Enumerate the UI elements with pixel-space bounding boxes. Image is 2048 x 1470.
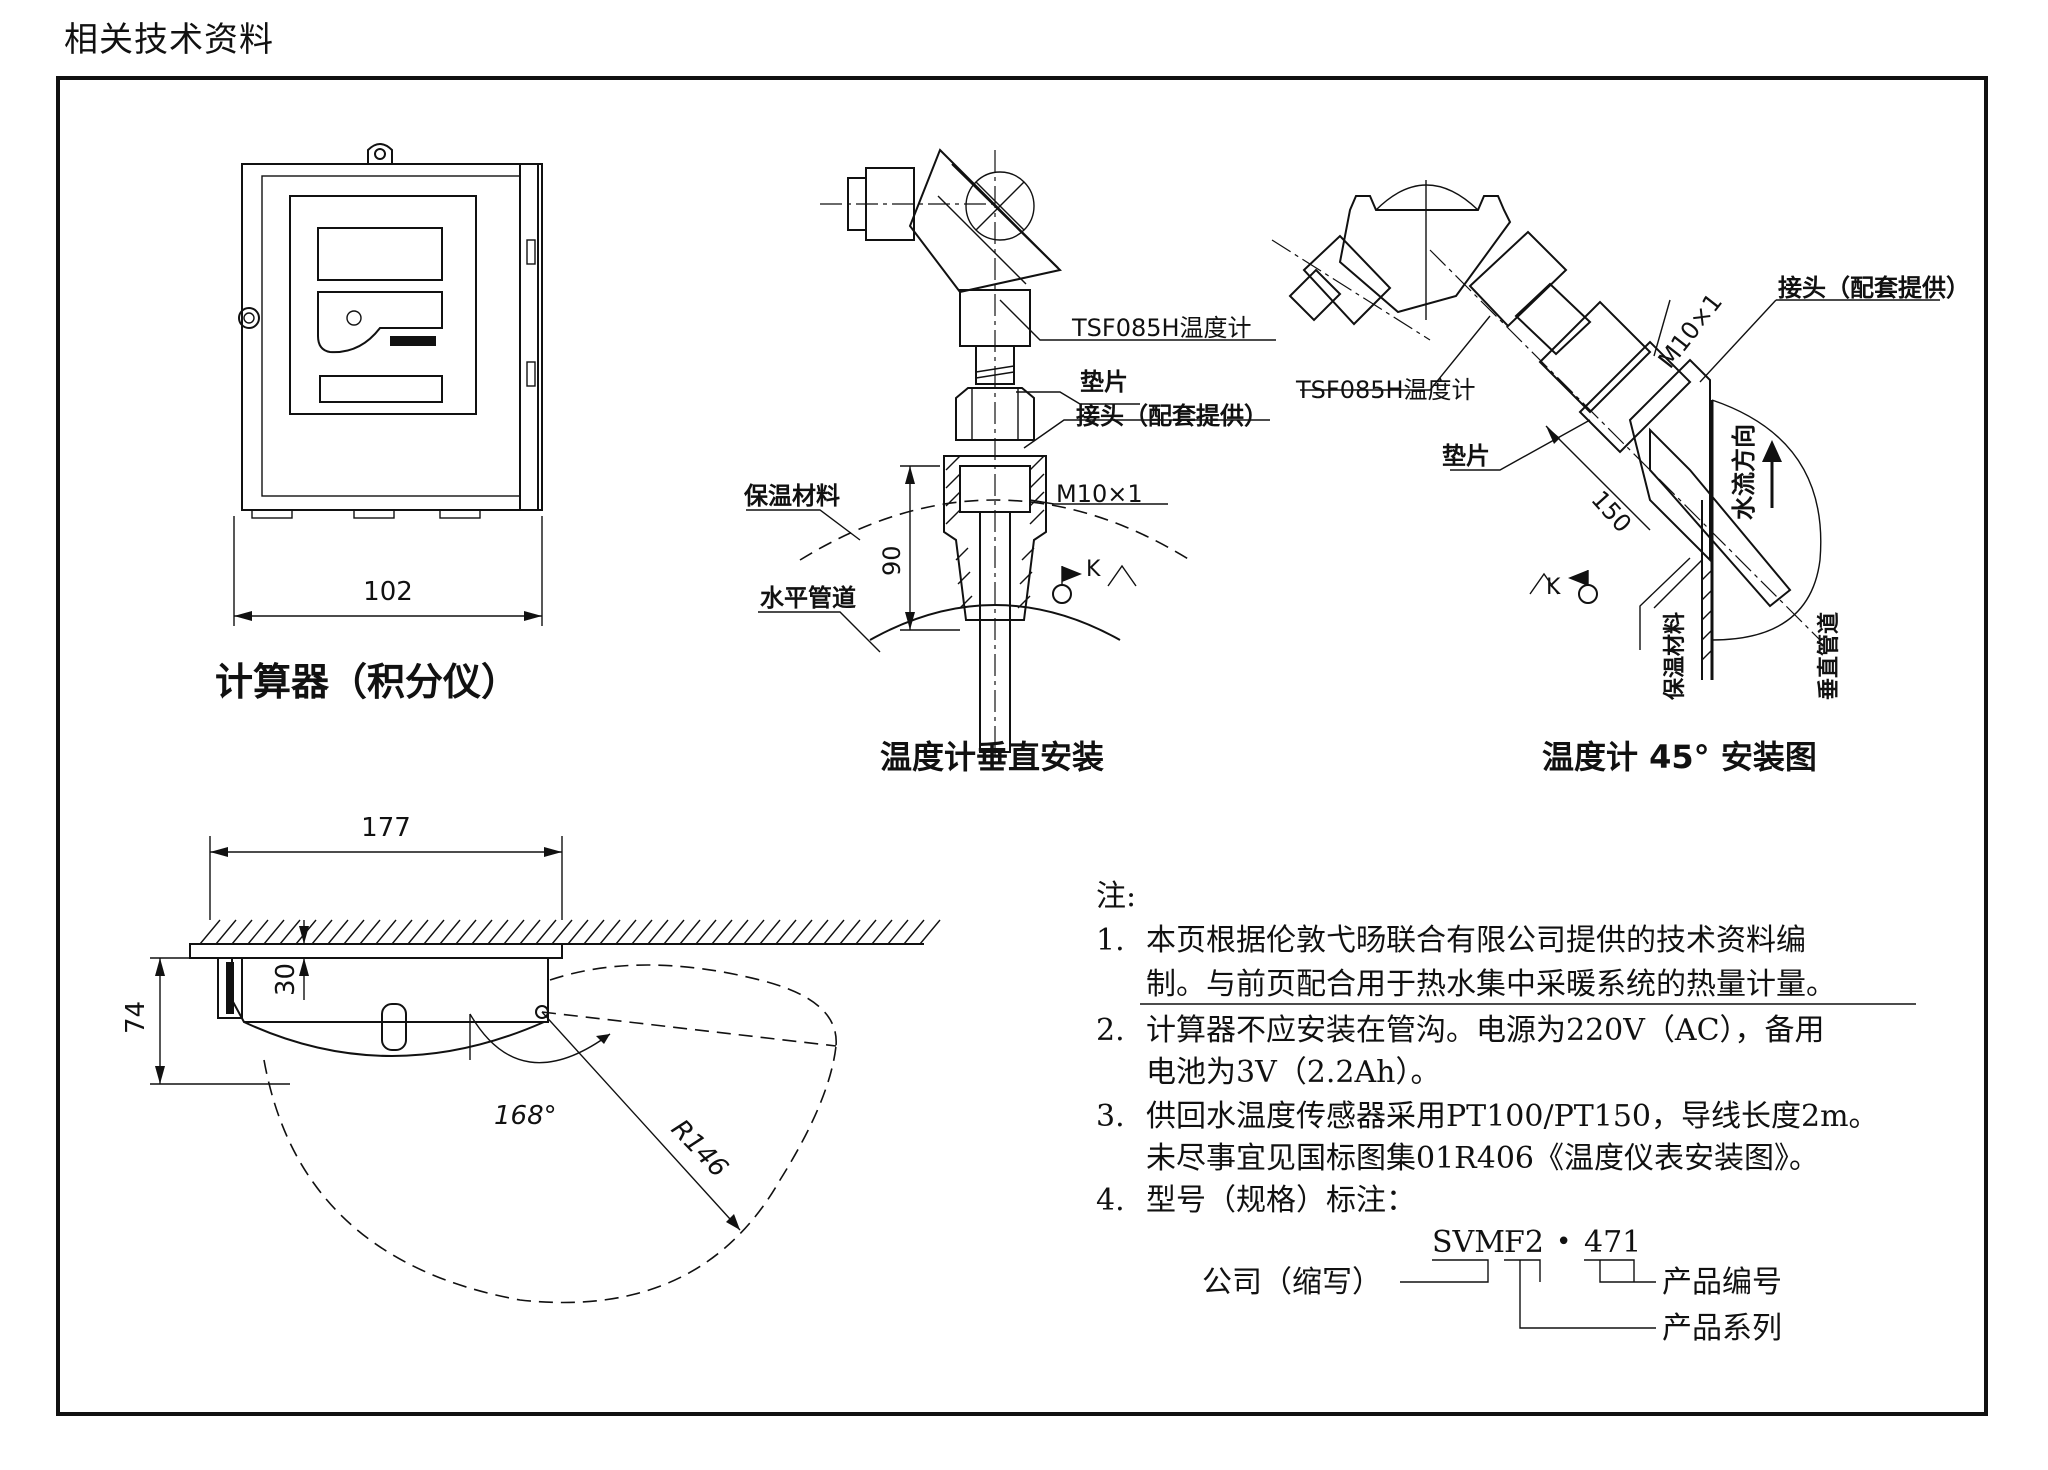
vertical-gasket-label: 垫片 <box>1080 368 1128 396</box>
angle-section-label: K <box>1546 575 1561 600</box>
wall-hatch-line <box>343 919 365 945</box>
wall-hatch-line <box>583 919 605 945</box>
wall-hatch-line <box>631 919 653 945</box>
note-4-num: 4. <box>1096 1183 1125 1218</box>
wall-hatch-line <box>455 919 477 945</box>
drawing-frame <box>56 76 1988 1416</box>
model-code-471: 471 <box>1584 1225 1641 1260</box>
model-product-no-label: 产品编号 <box>1662 1265 1782 1300</box>
vertical-install-drawing <box>746 148 1276 760</box>
wall-hatch-line <box>807 919 829 945</box>
note-1-num: 1. <box>1096 923 1125 958</box>
wall-hatch-line <box>279 919 301 945</box>
wall-hatch-line <box>551 919 573 945</box>
wall-hatch-line <box>759 919 781 945</box>
vertical-thermometer-label: TSF085H温度计 <box>1071 314 1252 342</box>
wall-hatch-line <box>519 919 541 945</box>
angle-install-drawing <box>1271 180 1940 680</box>
wall-hatch-line <box>215 919 237 945</box>
note-2-line2: 电池为3V（2.2Ah）。 <box>1146 1055 1440 1090</box>
vertical-install-caption: 温度计垂直安装 <box>880 738 1104 776</box>
wall-hatch-line <box>887 919 909 945</box>
wall-hatch-line <box>791 919 813 945</box>
page-title: 相关技术资料 <box>64 20 274 60</box>
angle-flow-label: 水流方向 <box>1730 424 1758 520</box>
note-3-line2: 未尽事宜见国标图集01R406《温度仪表安装图》。 <box>1146 1141 1819 1176</box>
vertical-depth-dim: 90 <box>878 545 906 576</box>
wall-hatch-line <box>535 919 557 945</box>
vertical-section-label: K <box>1086 557 1101 582</box>
vertical-insulation-label: 保温材料 <box>743 482 840 510</box>
calculator-caption: 计算器（积分仪） <box>215 660 519 704</box>
notes-block: 注: 1. 本页根据伦敦弋旸联合有限公司提供的技术资料编 制。与前页配合用于热水… <box>1096 879 1916 1218</box>
model-code-f2: F2 <box>1504 1225 1544 1260</box>
model-code-diagram: SVM F2 • 471 公司（缩写） 产品编号 产品系列 <box>1202 1225 1782 1346</box>
top-width-dim: 177 <box>361 813 411 843</box>
wall-hatch-line <box>743 919 765 945</box>
wall-hatch-line <box>199 919 221 945</box>
wall-hatch-line <box>327 919 349 945</box>
wall-hatch-line <box>247 919 269 945</box>
vertical-thread-label: M10×1 <box>1056 480 1143 508</box>
vertical-pipe-label: 水平管道 <box>760 584 856 612</box>
wall-hatch-line <box>679 919 701 945</box>
wall-hatch-line <box>663 919 685 945</box>
wall-hatch-line <box>823 919 845 945</box>
angle-thermometer-label: TSF085H温度计 <box>1295 376 1476 404</box>
model-code-svm: SVM <box>1432 1225 1505 1260</box>
wall-hatch-line <box>599 919 621 945</box>
wall-hatch-line <box>775 919 797 945</box>
note-4-line1: 型号（规格）标注： <box>1146 1183 1416 1218</box>
wall-hatch-line <box>311 919 333 945</box>
angle-gasket-label: 垫片 <box>1442 442 1490 470</box>
angle-insulation-label: 保温材料 <box>1663 612 1688 701</box>
wall-hatch-line <box>471 919 493 945</box>
calculator-width-dim: 102 <box>363 577 413 607</box>
wall-hatch-line <box>391 919 413 945</box>
model-code-dot: • <box>1556 1227 1571 1257</box>
angle-connector-label: 接头（配套提供） <box>1778 274 1970 302</box>
top-angle-dim: 168° <box>494 1101 557 1131</box>
wall-hatch-line <box>359 919 381 945</box>
wall-hatch-line <box>263 919 285 945</box>
wall-hatch-line <box>711 919 733 945</box>
wall-hatch-line <box>375 919 397 945</box>
note-3-num: 3. <box>1096 1099 1125 1134</box>
note-3-line1: 供回水温度传感器采用PT100/PT150，导线长度2m。 <box>1146 1099 1879 1134</box>
angle-install-caption: 温度计 45° 安装图 <box>1542 738 1817 776</box>
wall-hatch-line <box>919 919 941 945</box>
wall-hatch-line <box>903 919 925 945</box>
top-view-drawing <box>150 836 941 1304</box>
wall-hatch-line <box>727 919 749 945</box>
note-2-num: 2. <box>1096 1013 1125 1048</box>
wall-hatch-line <box>615 919 637 945</box>
wall-hatch-line <box>695 919 717 945</box>
vertical-connector-label: 接头（配套提供） <box>1076 402 1268 430</box>
model-company-label: 公司（缩写） <box>1202 1265 1382 1300</box>
wall-hatch-line <box>407 919 429 945</box>
top-offset-dim: 30 <box>271 963 301 996</box>
wall-hatch-line <box>855 919 877 945</box>
wall-hatch-line <box>567 919 589 945</box>
wall-hatch-line <box>423 919 445 945</box>
wall-hatch-line <box>231 919 253 945</box>
notes-heading: 注: <box>1096 879 1136 914</box>
wall-hatch-line <box>871 919 893 945</box>
note-2-line1: 计算器不应安装在管沟。电源为220V（AC），备用 <box>1146 1013 1825 1048</box>
wall-hatch-line <box>487 919 509 945</box>
calculator-drawing <box>233 143 543 626</box>
wall-hatch-line <box>439 919 461 945</box>
top-height-dim: 74 <box>121 1001 151 1034</box>
wall-hatch-line <box>647 919 669 945</box>
wall-hatch-line <box>839 919 861 945</box>
note-1-line1: 本页根据伦敦弋旸联合有限公司提供的技术资料编 <box>1146 923 1806 958</box>
wall-hatch-line <box>503 919 525 945</box>
angle-pipe-label: 垂直管道 <box>1816 612 1842 700</box>
angle-length-dim: 150 <box>1586 485 1637 538</box>
note-1-line2: 制。与前页配合用于热水集中采暖系统的热量计量。 <box>1146 967 1836 1002</box>
model-series-label: 产品系列 <box>1662 1311 1782 1346</box>
hanger-tab <box>367 143 393 164</box>
top-radius-dim: R146 <box>665 1114 734 1184</box>
